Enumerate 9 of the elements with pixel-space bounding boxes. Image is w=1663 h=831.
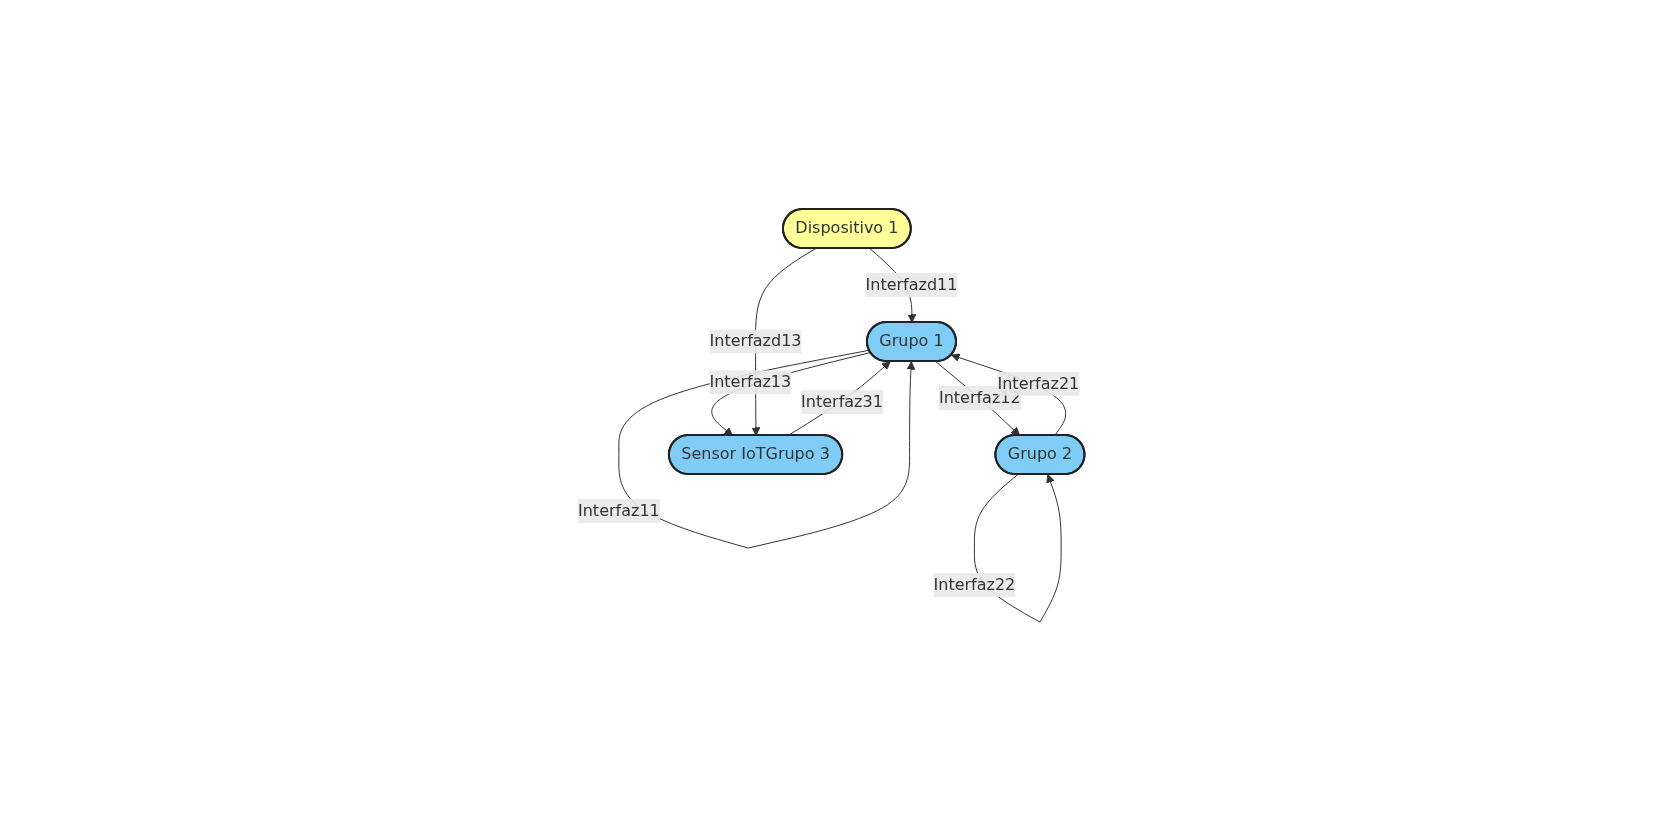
arrow <box>788 360 891 436</box>
edge-label: Interfaz11 <box>578 500 661 520</box>
arrow <box>935 360 1021 436</box>
edge-label: Interfaz31 <box>801 392 884 412</box>
edge-label: Interfazd11 <box>865 274 958 294</box>
edge-label: Interfaz13 <box>709 372 792 392</box>
edge-label: Interfaz21 <box>997 373 1080 393</box>
edge-label: Interfaz22 <box>933 574 1016 594</box>
edge-label: Interfazd13 <box>709 331 802 351</box>
